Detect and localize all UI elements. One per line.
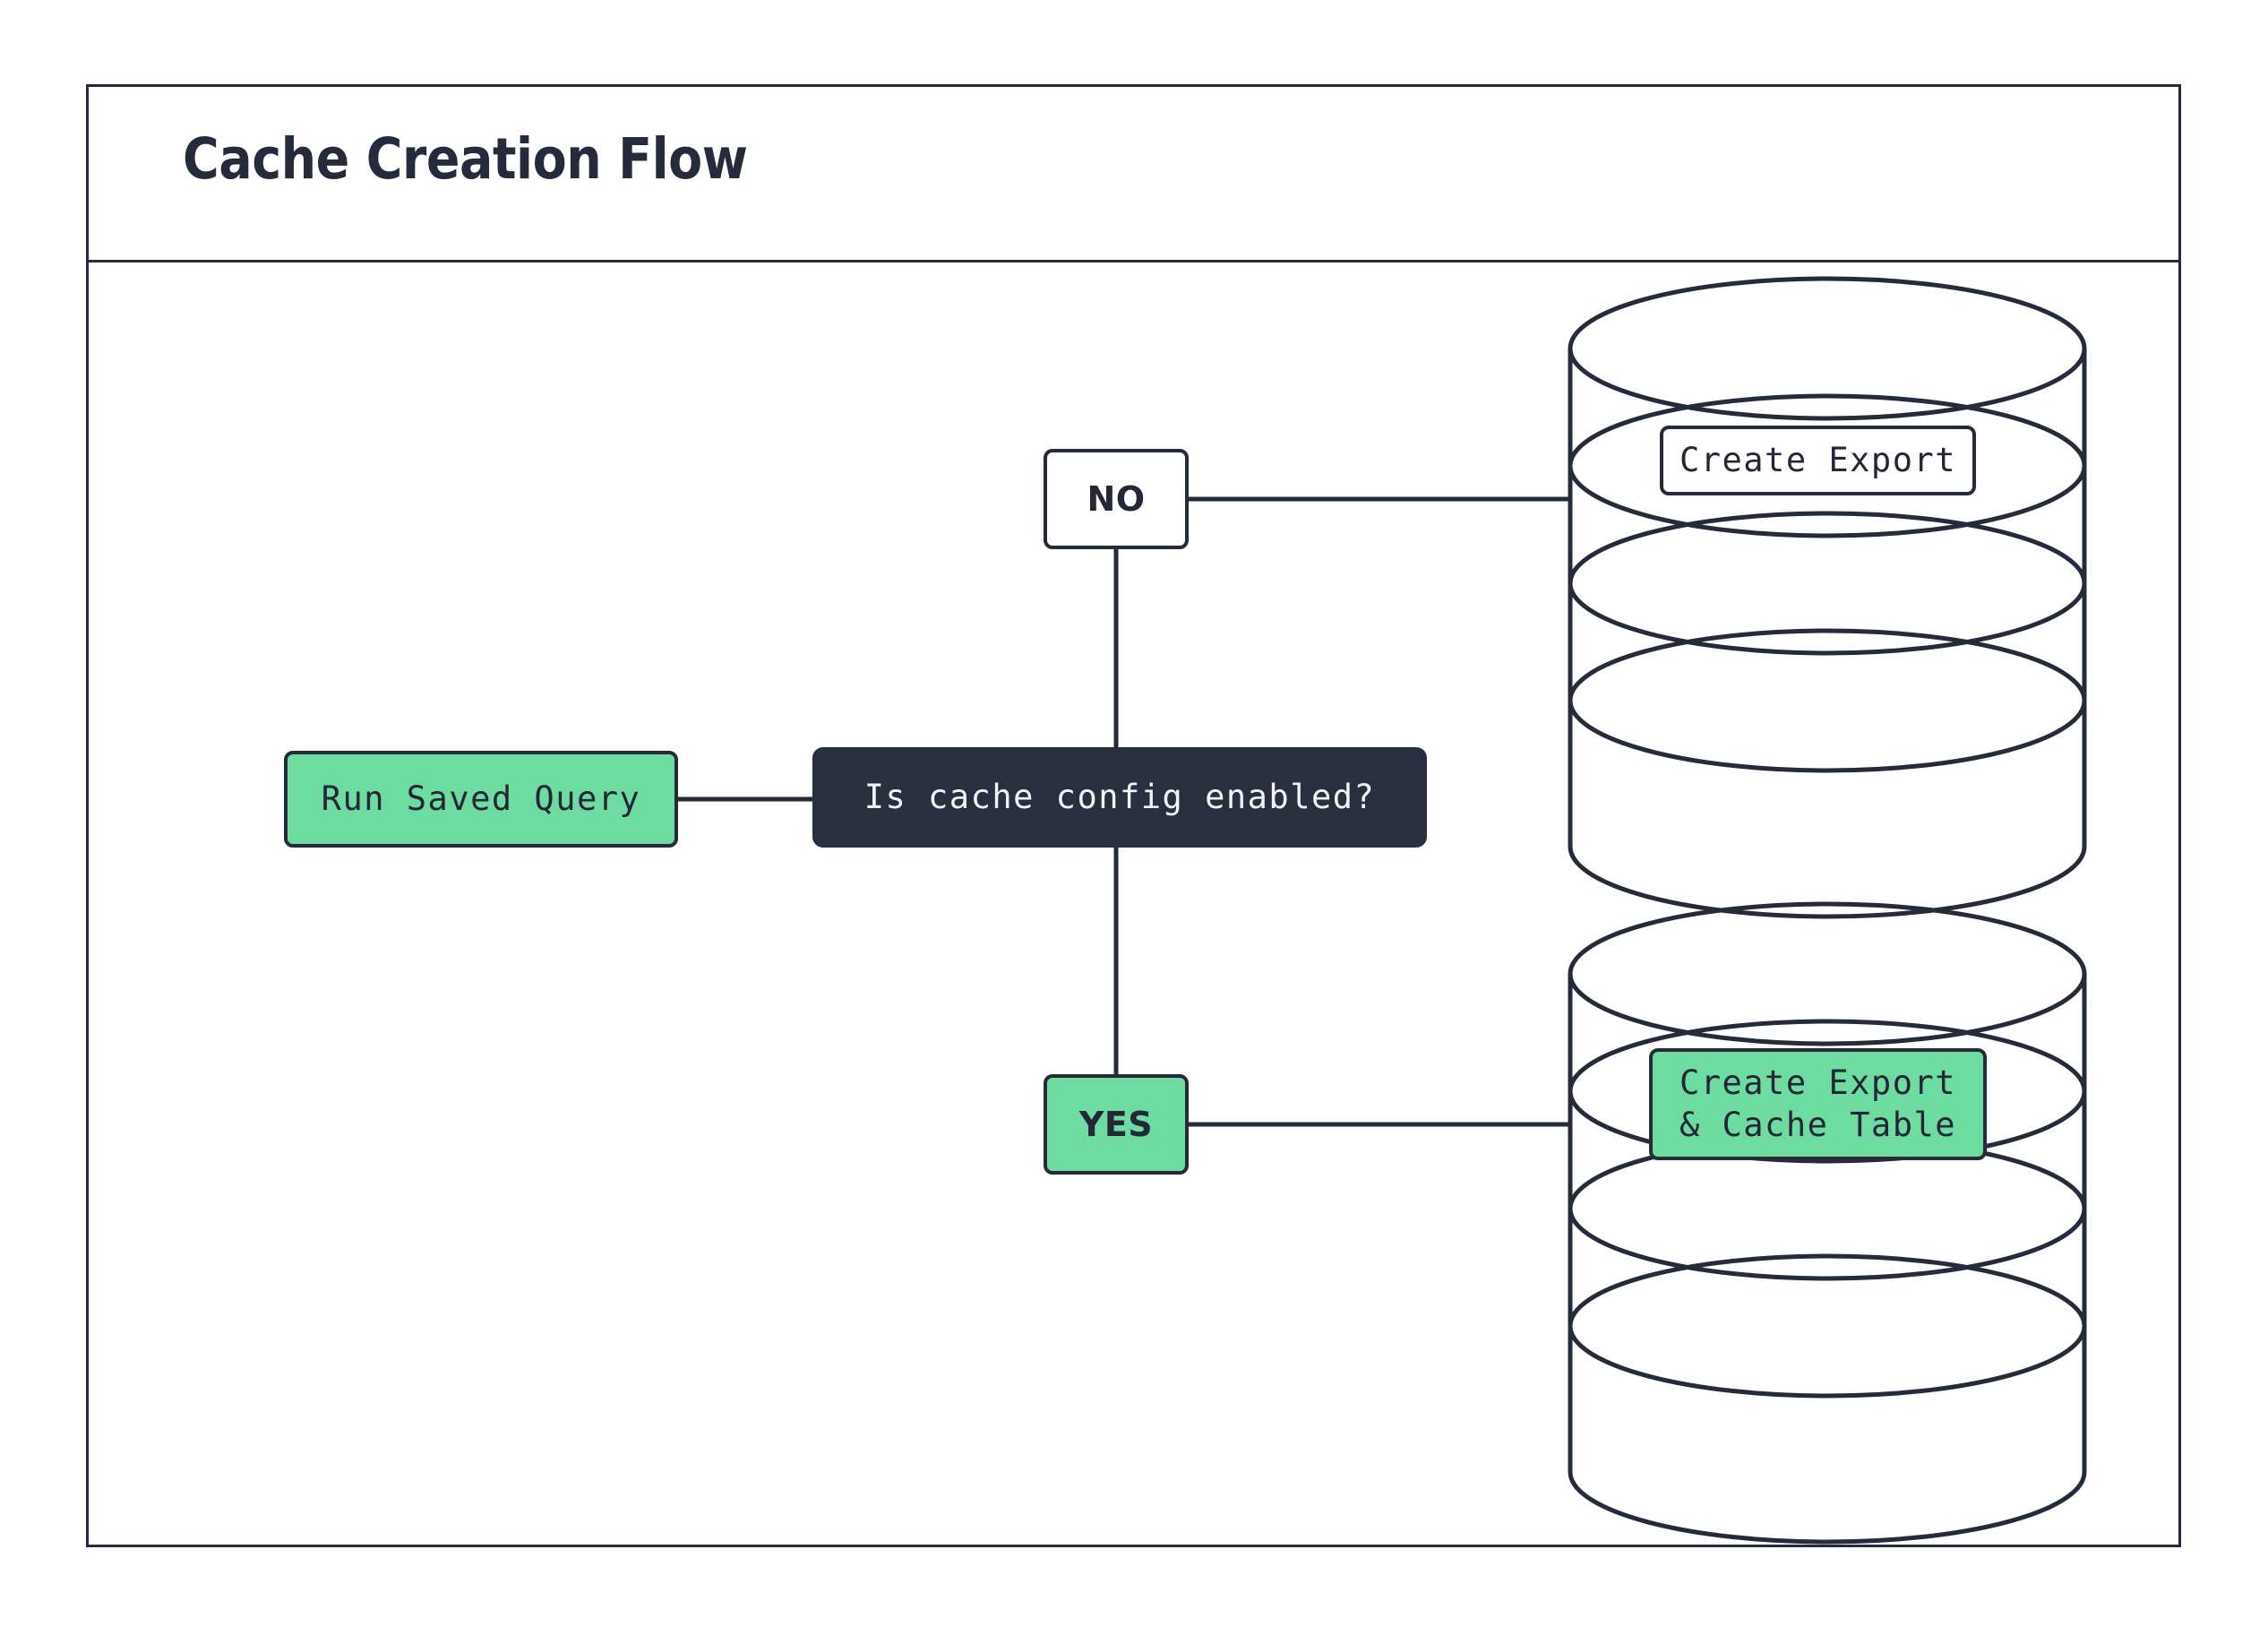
node-create-export[interactable]: Create Export xyxy=(1660,426,1976,495)
database-cylinder-export xyxy=(1568,276,2087,919)
diagram-header: Cache Creation Flow xyxy=(89,87,2178,263)
node-decision-cache-config[interactable]: Is cache config enabled? xyxy=(812,747,1427,848)
database-cylinder-export-cache xyxy=(1568,901,2087,1545)
branch-label-yes[interactable]: YES xyxy=(1044,1074,1189,1175)
diagram-graphics-layer xyxy=(678,276,2087,1545)
node-create-export-and-cache-table[interactable]: Create Export & Cache Table xyxy=(1649,1048,1987,1160)
diagram-canvas: Run Saved Query Is cache config enabled?… xyxy=(89,263,2178,1547)
page-title: Cache Creation Flow xyxy=(183,126,748,192)
node-run-saved-query[interactable]: Run Saved Query xyxy=(284,751,678,848)
branch-label-no[interactable]: NO xyxy=(1044,449,1189,549)
diagram-frame: Cache Creation Flow xyxy=(86,84,2181,1547)
